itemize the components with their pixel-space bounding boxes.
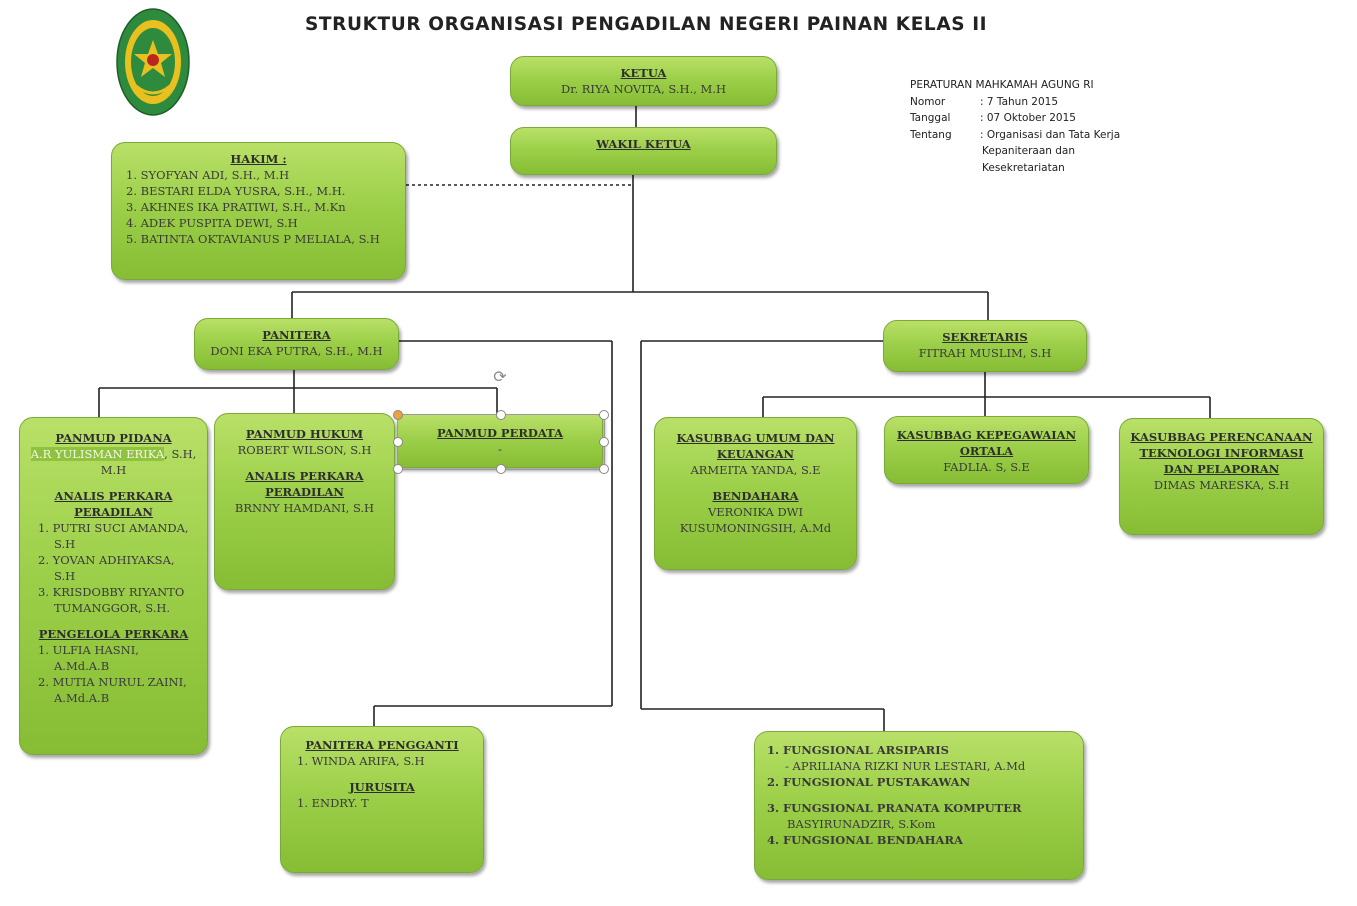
panitera-pengganti-heading: PANITERA PENGGANTI xyxy=(305,738,459,752)
panmud-pidana-name-rest: , S.H, xyxy=(164,447,197,461)
page-title: STRUKTUR ORGANISASI PENGADILAN NEGERI PA… xyxy=(305,14,988,35)
hakim-member: 2. BESTARI ELDA YUSRA, S.H., M.H. xyxy=(126,184,346,198)
panitera-box[interactable]: PANITERA DONI EKA PUTRA, S.H., M.H xyxy=(194,318,399,370)
sekretaris-name: FITRAH MUSLIM, S.H xyxy=(918,346,1052,360)
hakim-member: 5. BATINTA OKTAVIANUS P MELIALA, S.H xyxy=(126,232,380,246)
fungsional-arsiparis-name: - APRILIANA RIZKI NUR LESTARI, A.Md xyxy=(785,759,1026,773)
hakim-heading: HAKIM : xyxy=(230,152,287,166)
bendahara-name-1: VERONIKA DWI xyxy=(707,505,804,519)
panitera-heading: PANITERA xyxy=(262,328,331,342)
panmud-hukum-name: ROBERT WILSON, S.H xyxy=(237,443,372,457)
rotate-handle-icon[interactable]: ⟳ xyxy=(493,367,507,386)
tanggal-label: Tanggal xyxy=(910,112,951,124)
court-logo xyxy=(116,8,190,116)
fungsional-box[interactable]: 1. FUNGSIONAL ARSIPARIS - APRILIANA RIZK… xyxy=(754,731,1084,880)
hakim-member: 1. SYOFYAN ADI, S.H., M.H xyxy=(126,168,290,182)
resize-handle[interactable] xyxy=(599,464,609,474)
kasubbag-kepegawaian-name: FADLIA. S, S.E xyxy=(943,460,1030,474)
hakim-box[interactable]: HAKIM : 1. SYOFYAN ADI, S.H., M.H 2. BES… xyxy=(111,142,406,280)
pidana-analis-item: 1. PUTRI SUCI AMANDA, xyxy=(38,521,189,535)
kasubbag-kepegawaian-box[interactable]: KASUBBAG KEPEGAWAIAN ORTALA FADLIA. S, S… xyxy=(884,416,1089,484)
kasubbag-perencanaan-heading-1: KASUBBAG PERENCANAAN xyxy=(1130,430,1313,444)
panmud-perdata-heading: PANMUD PERDATA xyxy=(436,426,564,440)
panitera-pengganti-box[interactable]: PANITERA PENGGANTI 1. WINDA ARIFA, S.H J… xyxy=(280,726,484,873)
tentang-line-2: Kepaniteraan dan xyxy=(982,145,1076,157)
panitera-name: DONI EKA PUTRA, S.H., M.H xyxy=(210,344,383,358)
wakil-ketua-heading: WAKIL KETUA xyxy=(596,137,691,151)
hukum-analis-name: BRNNY HAMDANI, S.H xyxy=(234,501,375,515)
panmud-pidana-box[interactable]: PANMUD PIDANA A.R YULISMAN ERIKA, S.H, M… xyxy=(19,417,208,755)
panmud-pidana-name: A.R YULISMAN ERIKA, S.H, xyxy=(20,446,207,462)
jurusita-heading: JURUSITA xyxy=(349,780,415,794)
kasubbag-perencanaan-name: DIMAS MARESKA, S.H xyxy=(1153,478,1290,492)
fungsional-pranata: 3. FUNGSIONAL PRANATA KOMPUTER xyxy=(767,801,1022,815)
resize-handle[interactable] xyxy=(393,410,403,420)
resize-handle[interactable] xyxy=(496,464,506,474)
pengelola-item-cont: A.Md.A.B xyxy=(54,659,110,673)
resize-handle[interactable] xyxy=(393,464,403,474)
pengelola-list: 1. ULFIA HASNI, A.Md.A.B 2. MUTIA NURUL … xyxy=(20,642,207,706)
hakim-member: 3. AKHNES IKA PRATIWI, S.H., M.Kn xyxy=(126,200,346,214)
pengelola-item: 1. ULFIA HASNI, xyxy=(38,643,139,657)
panmud-pidana-name-line-2: M.H xyxy=(100,463,127,477)
fungsional-arsiparis: 1. FUNGSIONAL ARSIPARIS xyxy=(767,743,949,757)
panitera-pengganti-member: 1. WINDA ARIFA, S.H xyxy=(297,754,425,768)
regulation-heading: PERATURAN MAHKAMAH AGUNG RI xyxy=(910,79,1094,91)
fungsional-bendahara: 4. FUNGSIONAL BENDAHARA xyxy=(767,833,963,847)
pengelola-item-cont: A.Md.A.B xyxy=(54,691,110,705)
pidana-analis-list: 1. PUTRI SUCI AMANDA, S.H 2. YOVAN ADHIY… xyxy=(20,520,207,616)
tentang-value: : Organisasi dan Tata Kerja xyxy=(980,128,1121,141)
pidana-analis-item: 2. YOVAN ADHIYAKSA, xyxy=(38,553,175,567)
pidana-analis-heading-1: ANALIS PERKARA xyxy=(54,489,173,503)
nomor-label: Nomor xyxy=(910,95,946,108)
fungsional-pranata-name: BASYIRUNADZIR, S.Kom xyxy=(787,817,936,831)
kasubbag-kepegawaian-heading-1: KASUBBAG KEPEGAWAIAN xyxy=(896,428,1077,442)
selection-frame xyxy=(397,414,605,470)
panmud-hukum-box[interactable]: PANMUD HUKUM ROBERT WILSON, S.H ANALIS P… xyxy=(214,413,395,590)
resize-handle[interactable] xyxy=(496,410,506,420)
bendahara-heading: BENDAHARA xyxy=(712,489,799,503)
pidana-analis-item: 3. KRISDOBBY RIYANTO xyxy=(38,585,185,599)
kasubbag-perencanaan-box[interactable]: KASUBBAG PERENCANAAN TEKNOLOGI INFORMASI… xyxy=(1119,418,1324,535)
wakil-ketua-box[interactable]: WAKIL KETUA xyxy=(510,127,777,175)
pidana-analis-item-cont: S.H xyxy=(54,569,76,583)
tentang-line-3: Kesekretariatan xyxy=(982,161,1065,174)
kasubbag-umum-heading-1: KASUBBAG UMUM DAN xyxy=(676,431,835,445)
pengelola-item: 2. MUTIA NURUL ZAINI, xyxy=(38,675,187,689)
panmud-pidana-heading: PANMUD PIDANA xyxy=(55,431,172,445)
pidana-analis-item-cont: S.H xyxy=(54,537,76,551)
tanggal-value: : 07 Oktober 2015 xyxy=(980,112,1076,124)
kasubbag-umum-heading-2: KEUANGAN xyxy=(716,447,795,461)
resize-handle[interactable] xyxy=(599,410,609,420)
jurusita-member: 1. ENDRY. T xyxy=(297,796,369,810)
panmud-pidana-name-highlight: A.R YULISMAN ERIKA xyxy=(30,447,165,461)
tentang-label: Tentang xyxy=(910,128,952,141)
sekretaris-heading: SEKRETARIS xyxy=(942,330,1028,344)
pengelola-heading: PENGELOLA PERKARA xyxy=(38,627,189,641)
nomor-value: : 7 Tahun 2015 xyxy=(980,95,1059,108)
panmud-hukum-heading: PANMUD HUKUM xyxy=(245,427,364,441)
kasubbag-kepegawaian-heading-2: ORTALA xyxy=(959,444,1014,458)
panmud-perdata-name: - xyxy=(498,442,502,456)
pidana-analis-heading-2: PERADILAN xyxy=(74,505,153,519)
bendahara-name-2: KUSUMONINGSIH, A.Md xyxy=(679,521,832,535)
resize-handle[interactable] xyxy=(393,437,403,447)
regulation-info: PERATURAN MAHKAMAH AGUNG RI Nomor : 7 Ta… xyxy=(910,77,1150,176)
ketua-box[interactable]: KETUA Dr. RIYA NOVITA, S.H., M.H xyxy=(510,56,777,106)
hakim-member: 4. ADEK PUSPITA DEWI, S.H xyxy=(126,216,298,230)
hakim-list: 1. SYOFYAN ADI, S.H., M.H 2. BESTARI ELD… xyxy=(112,167,405,247)
hukum-analis-heading-1: ANALIS PERKARA xyxy=(245,469,364,483)
ketua-name: Dr. RIYA NOVITA, S.H., M.H xyxy=(561,82,726,96)
kasubbag-perencanaan-heading-2: TEKNOLOGI INFORMASI xyxy=(1139,446,1304,460)
kasubbag-umum-box[interactable]: KASUBBAG UMUM DAN KEUANGAN ARMEITA YANDA… xyxy=(654,417,857,570)
kasubbag-perencanaan-heading-3: DAN PELAPORAN xyxy=(1163,462,1280,476)
pidana-analis-item-cont: TUMANGGOR, S.H. xyxy=(54,601,171,615)
kasubbag-umum-name: ARMEITA YANDA, S.E xyxy=(690,463,821,477)
sekretaris-box[interactable]: SEKRETARIS FITRAH MUSLIM, S.H xyxy=(883,320,1087,372)
resize-handle[interactable] xyxy=(599,437,609,447)
hukum-analis-heading-2: PERADILAN xyxy=(265,485,344,499)
fungsional-pustakawan: 2. FUNGSIONAL PUSTAKAWAN xyxy=(767,775,971,789)
ketua-heading: KETUA xyxy=(620,66,667,80)
